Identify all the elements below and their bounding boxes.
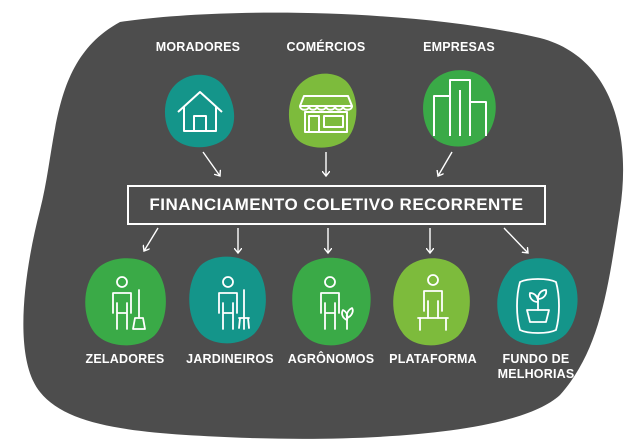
plant-fund-icon [516,278,560,334]
house-icon [177,91,223,132]
blob-agronomos [292,257,371,346]
node-zeladores [85,258,166,346]
agronomist-icon [320,276,354,330]
node-fundo [497,258,578,346]
node-plataforma [393,258,470,346]
buildings-icon [433,79,487,136]
label-zeladores: ZELADORES [85,352,165,366]
label-plataforma: PLATAFORMA [389,352,477,366]
gardener-icon [218,276,250,330]
platform-person-icon [417,274,449,331]
node-moradores [164,74,235,148]
label-comercios: COMÉRCIOS [286,40,366,54]
blob-jardineiros [189,256,266,344]
center-box-label: FINANCIAMENTO COLETIVO RECORRENTE [127,185,546,225]
label-fundo-line1: FUNDO DE [502,352,570,366]
arrow-zeladores [144,227,159,251]
label-fundo-line2: MELHORIAS [497,367,575,381]
node-empresas [423,70,496,147]
label-fundo: FUNDO DE MELHORIAS [481,352,591,382]
arrow-empresas [438,151,453,176]
node-agronomos [292,257,371,346]
label-jardineiros: JARDINEIROS [186,352,274,366]
label-agronomos: AGRÔNOMOS [287,352,375,366]
node-comercios [288,73,357,148]
storefront-icon [299,95,353,133]
arrow-moradores [202,151,220,176]
arrow-fundo [503,227,528,253]
arrows-in [202,151,453,176]
blob-plataforma [393,258,470,346]
arrows-out [144,227,528,253]
blob-zeladores [85,258,166,346]
label-moradores: MORADORES [155,40,241,54]
node-jardineiros [189,256,266,344]
label-empresas: EMPRESAS [423,40,495,54]
janitor-icon [112,276,146,330]
